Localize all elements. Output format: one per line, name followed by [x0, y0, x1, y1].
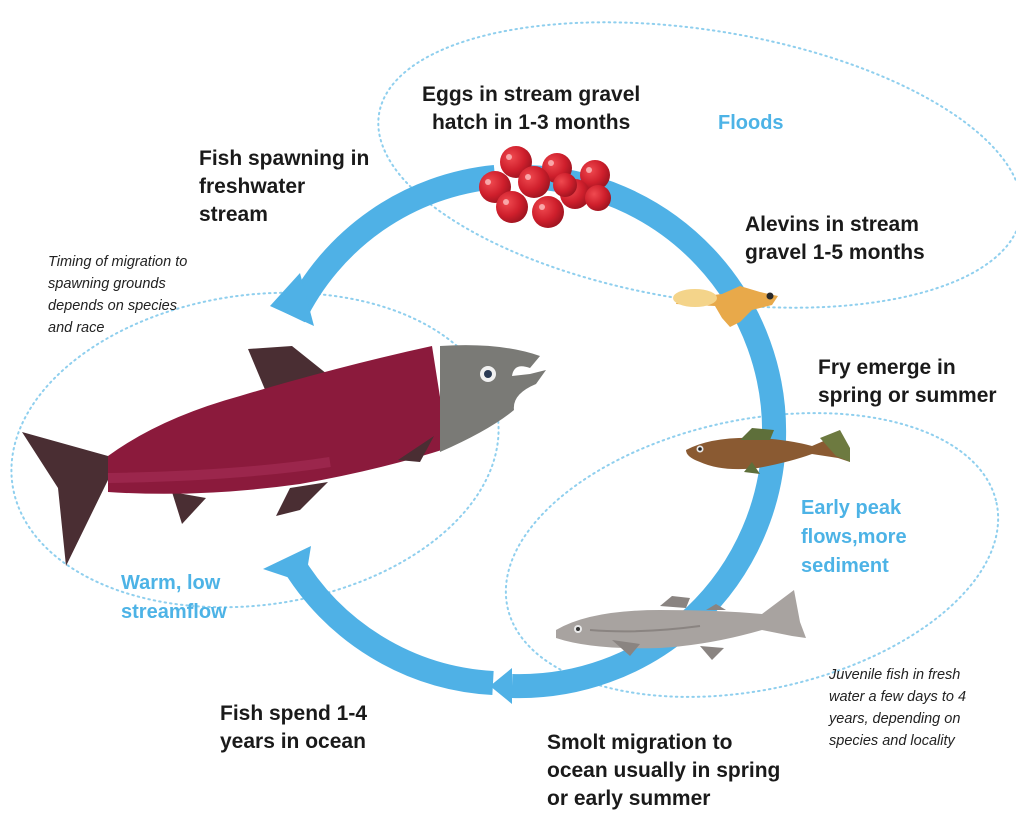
condition-label-floods: Floods: [718, 109, 784, 138]
condition-label-early-peak: Early peak flows,more sediment: [801, 494, 907, 581]
note-juvenile-fish: Juvenile fish in fresh water a few days …: [829, 664, 966, 752]
stage-label-ocean: Fish spend 1-4 years in ocean: [220, 700, 367, 756]
note-timing-of-migration: Timing of migration to spawning grounds …: [48, 251, 187, 339]
condition-label-warm-low: Warm, low streamflow: [121, 569, 227, 627]
stage-label-eggs: Eggs in stream gravel hatch in 1-3 month…: [422, 81, 640, 137]
stage-label-spawning: Fish spawning in freshwater stream: [199, 145, 369, 229]
cycle-arrow-ocean-return: [263, 546, 493, 683]
smolt-icon: [556, 590, 806, 660]
adult-salmon-icon: [22, 345, 546, 566]
stage-label-alevins: Alevins in stream gravel 1-5 months: [745, 211, 925, 267]
stage-label-fry: Fry emerge in spring or summer: [818, 354, 997, 410]
stage-label-smolt: Smolt migration to ocean usually in spri…: [547, 729, 780, 813]
eggs-cluster-icon: [479, 146, 611, 228]
